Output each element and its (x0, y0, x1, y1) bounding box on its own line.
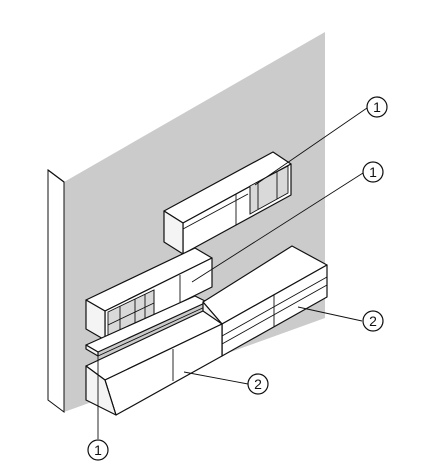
wall-edge (47, 169, 65, 413)
callout-circle (362, 310, 384, 332)
callout-label: 1 (94, 442, 102, 458)
front-base-cabinet (85, 310, 223, 416)
callout-label: 1 (369, 164, 377, 180)
callout-2-front: 2 (247, 373, 269, 395)
callout-label: 2 (254, 376, 262, 392)
callout-label: 1 (373, 99, 381, 115)
callout-1-top: 1 (366, 96, 388, 118)
callout-1-middle: 1 (362, 161, 384, 183)
callout-circle (362, 161, 384, 183)
leader-lines (97, 107, 368, 439)
callout-label: 2 (369, 313, 377, 329)
callout-1-bottom: 1 (87, 439, 109, 461)
callout-circle (87, 439, 109, 461)
callout-2-right: 2 (362, 310, 384, 332)
callout-circle (247, 373, 269, 395)
middle-wall-cabinet (85, 247, 213, 357)
callout-circle (366, 96, 388, 118)
